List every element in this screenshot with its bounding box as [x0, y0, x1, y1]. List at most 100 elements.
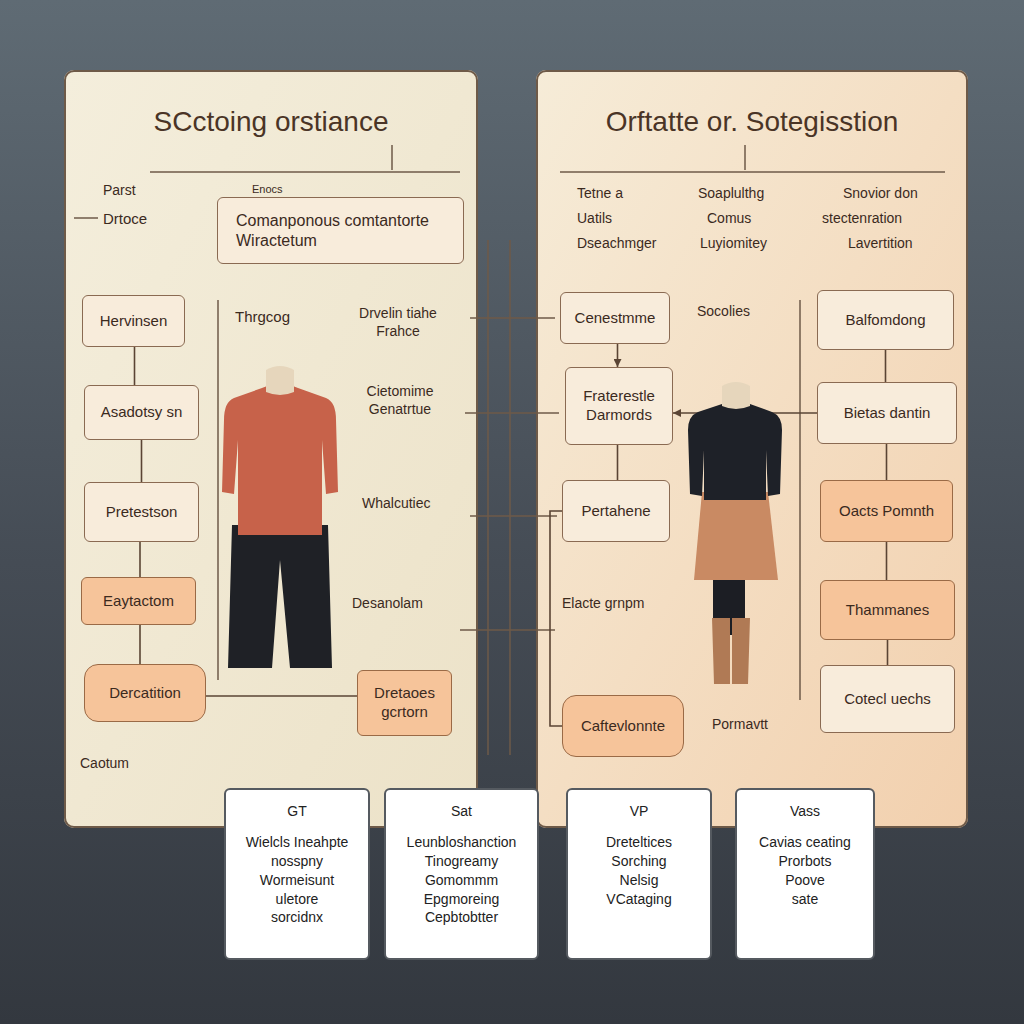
process-box: Hervinsen: [82, 295, 185, 347]
text-label: stectenration: [822, 210, 902, 228]
leader-lines: [74, 145, 945, 755]
process-box: Cotecl uechs: [820, 665, 955, 733]
node-text: Wormeisunt: [260, 871, 334, 890]
panel: Orftatte or. SotegisstionCenestmmeBalfom…: [536, 70, 968, 828]
text-label: Whalcutiec: [362, 495, 430, 513]
mannequin-left: [222, 366, 338, 668]
bridge-line: [470, 317, 555, 319]
node-heading: Dretaoes gcrtorn: [366, 684, 443, 722]
connector: [134, 347, 136, 385]
panel-fill: [64, 70, 478, 828]
mannequin-neck: [266, 366, 294, 395]
tick-line: [74, 217, 98, 219]
tick-line: [391, 145, 393, 170]
text-label: Thrgcog: [235, 308, 290, 327]
mannequin-right: [688, 382, 782, 684]
connector: [885, 350, 887, 382]
info-card: GTWielcls IneahptenosspnyWormeisuntuleto…: [224, 788, 370, 960]
node-text: uletore: [276, 890, 319, 909]
node-text: Cavias ceating: [759, 833, 851, 852]
info-card: VPDretelticesSorchingNelsigVCataging: [566, 788, 712, 960]
node-heading: Dercatition: [109, 684, 181, 703]
node-heading: SCctoing orstiance: [66, 106, 476, 138]
node-heading: Fraterestle Darmords: [574, 387, 664, 425]
text-label: Caotum: [80, 755, 129, 773]
node-heading: Bietas dantin: [844, 404, 931, 423]
node-heading: Hervinsen: [100, 312, 168, 331]
connector: [141, 440, 143, 482]
node-text: VCataging: [606, 890, 671, 909]
node-heading: Pertahene: [581, 502, 650, 521]
node-heading: Cotecl uechs: [844, 690, 931, 709]
node-text: Poove: [785, 871, 825, 890]
text-label: Pormavtt: [712, 716, 768, 734]
frame-line: [799, 300, 801, 700]
node-text: Sorching: [611, 852, 666, 871]
info-card: VassCavias ceatingProrbotsPoovesate: [735, 788, 875, 960]
process-box: Caftevlonnte: [562, 695, 684, 757]
text-label: Luyiomitey: [700, 235, 767, 253]
sweater: [222, 384, 338, 535]
node-heading: Vass: [790, 802, 820, 821]
node-heading: Orftatte or. Sotegisstion: [538, 106, 966, 138]
node-heading: Asadotsy sn: [101, 403, 183, 422]
process-box: Dercatition: [84, 664, 206, 722]
process-box: Bietas dantin: [817, 382, 957, 444]
node-text: Tinogreamy: [425, 852, 498, 871]
mannequin-neck: [722, 382, 750, 409]
bridge-line: [465, 412, 559, 414]
process-box: Pretestson: [84, 482, 199, 542]
connector: [617, 344, 619, 367]
node-heading: Thammanes: [846, 601, 929, 620]
text-label: Soaplulthg: [698, 185, 764, 203]
frame-line: [217, 300, 219, 680]
process-box: Fraterestle Darmords: [565, 367, 673, 445]
text-label: Drvelin tiahe Frahce: [343, 305, 453, 340]
node-text: Cepbtobtter: [425, 908, 498, 927]
node-heading: Sat: [451, 802, 472, 821]
info-card: SatLeunbloshanctionTinogreamyGomommmEpgm…: [384, 788, 539, 960]
node-text: Wielcls Ineahpte: [246, 833, 349, 852]
node-text: sorcidnx: [271, 908, 323, 927]
node-heading: Eaytactom: [103, 592, 174, 611]
node-heading: Caftevlonnte: [581, 717, 665, 736]
connector: [887, 640, 889, 665]
node-heading: Pretestson: [106, 503, 178, 522]
text-label: Cietomime Genatrtue: [345, 383, 455, 418]
text-label: Snovior don: [843, 185, 918, 203]
panel-fill: [536, 70, 968, 828]
node-heading: VP: [630, 802, 649, 821]
process-box: Thammanes: [820, 580, 955, 640]
node-heading: Comanponous comtantorte Wiractetum: [236, 211, 445, 251]
node-text: Leunbloshanction: [407, 833, 517, 852]
text-label: Desanolam: [352, 595, 423, 613]
text-label: Comus: [707, 210, 751, 228]
connector: [886, 444, 888, 480]
skirt: [694, 492, 778, 580]
text-label: Socolies: [697, 303, 750, 321]
node-text: sate: [792, 890, 818, 909]
process-box: Eaytactom: [81, 577, 196, 625]
process-box: Balfomdong: [817, 290, 954, 350]
text-label: Tetne a: [577, 185, 623, 203]
connector: [617, 445, 619, 480]
text-label: Lavertition: [848, 235, 913, 253]
node-text: Prorbots: [779, 852, 832, 871]
process-box: Asadotsy sn: [84, 385, 199, 440]
connector: [550, 511, 562, 726]
connector: [139, 625, 141, 664]
process-box: Oacts Pomnth: [820, 480, 953, 542]
rule-line: [150, 171, 460, 173]
top: [688, 404, 782, 500]
text-label: Enocs: [252, 183, 283, 197]
rule-line: [560, 171, 945, 173]
tick-line: [744, 145, 746, 170]
connector: [139, 542, 141, 577]
node-text: Gomommm: [425, 871, 498, 890]
text-label: Elacte grnpm: [562, 595, 644, 613]
node-text: Nelsig: [620, 871, 659, 890]
process-box: Comanponous comtantorte Wiractetum: [217, 197, 464, 264]
node-text: nosspny: [271, 852, 323, 871]
text-label: Parst: [103, 182, 136, 200]
connector: [886, 542, 888, 580]
